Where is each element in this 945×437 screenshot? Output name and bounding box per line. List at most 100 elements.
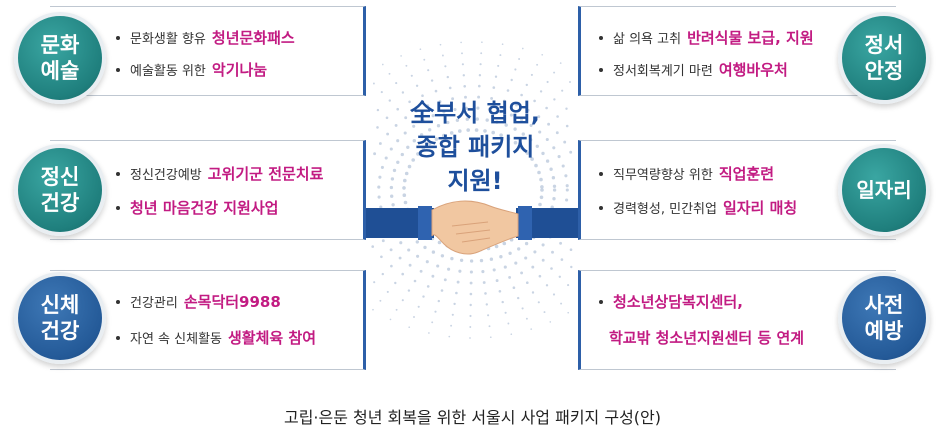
- ray-dot: [402, 193, 407, 197]
- ray-dot: [541, 53, 544, 56]
- ray-dot: [469, 292, 473, 296]
- ray-dot: [565, 184, 569, 188]
- category-physical-health: 신체 건강: [14, 272, 106, 364]
- ray-dot: [540, 188, 544, 192]
- ray-dot: [514, 261, 518, 265]
- ray-dot: [538, 274, 542, 278]
- ray-dot: [565, 188, 569, 192]
- ray-dot: [549, 167, 553, 171]
- ray-dot: [495, 279, 499, 283]
- ray-dot: [419, 48, 422, 51]
- ray-dot: [438, 100, 442, 104]
- ray-dot: [426, 285, 430, 288]
- ray-dot: [423, 245, 427, 250]
- ray-dot: [394, 123, 398, 127]
- ray-dot: [401, 299, 404, 302]
- ray-dot: [513, 127, 517, 131]
- ray-dot: [408, 100, 411, 104]
- ray-dot: [489, 257, 494, 261]
- ray-dot: [421, 118, 425, 123]
- ray-dot: [520, 118, 524, 122]
- ray-dot: [525, 317, 528, 320]
- ray-dot: [560, 302, 563, 305]
- ray-dot: [478, 74, 482, 77]
- ray-dot: [481, 41, 483, 44]
- ray-dot: [436, 264, 440, 268]
- ray-dot: [543, 311, 546, 314]
- ray-dot: [499, 54, 502, 57]
- ray-dot: [396, 160, 400, 164]
- ray-dot: [390, 194, 394, 198]
- ray-dot: [404, 171, 409, 176]
- ray-dot: [531, 291, 535, 294]
- ray-dot: [402, 186, 406, 190]
- ray-dot: [497, 64, 500, 67]
- ray-dot: [553, 71, 556, 74]
- ray-dot: [431, 114, 435, 118]
- ray-dot: [533, 250, 537, 254]
- ray-dot: [517, 247, 521, 251]
- ray-dot: [380, 91, 383, 94]
- ray-dot: [525, 151, 530, 155]
- ray-dot: [520, 93, 523, 97]
- ray-dot: [417, 305, 420, 308]
- ray-dot: [510, 333, 513, 336]
- ray-dot: [430, 79, 434, 82]
- ray-dot: [545, 159, 550, 163]
- ray-dot: [461, 63, 464, 66]
- category-mental-health: 정신 건강: [14, 144, 106, 236]
- category-culture-arts: 문화 예술: [14, 12, 106, 104]
- ray-dot: [563, 140, 567, 144]
- ray-dot: [384, 156, 388, 160]
- ray-dot: [483, 129, 487, 133]
- ray-dot: [502, 241, 507, 246]
- ray-dot: [380, 165, 384, 169]
- ray-dot: [442, 133, 446, 138]
- ray-dot: [431, 321, 434, 324]
- ray-dot: [448, 335, 451, 338]
- ray-dot: [485, 303, 488, 306]
- ray-dot: [444, 65, 447, 68]
- ray-dot: [469, 326, 472, 328]
- ray-dot: [415, 240, 419, 244]
- ray-dot: [558, 275, 561, 278]
- ray-dot: [487, 314, 490, 317]
- ray-dot: [389, 318, 392, 321]
- ray-dot: [569, 150, 573, 154]
- ray-dot: [487, 107, 491, 111]
- ray-dot: [499, 110, 503, 114]
- ray-dot: [421, 146, 426, 151]
- ray-dot: [453, 302, 456, 306]
- ray-dot: [485, 118, 489, 122]
- ray-dot: [524, 256, 528, 260]
- ray-dot: [541, 243, 545, 247]
- ray-dot: [403, 200, 408, 205]
- ray-dot: [525, 281, 529, 285]
- ray-dot: [484, 292, 487, 295]
- ray-dot: [386, 290, 389, 293]
- ray-dot: [416, 152, 420, 156]
- ray-dot: [463, 84, 467, 88]
- ray-dot: [461, 52, 463, 55]
- ray-dot: [400, 152, 404, 157]
- ray-dot: [552, 197, 556, 201]
- ray-dot: [561, 89, 564, 92]
- ray-dot: [412, 124, 416, 128]
- ray-dot: [451, 97, 455, 101]
- ray-dot: [391, 203, 395, 207]
- ray-dot: [395, 82, 398, 85]
- ray-dot: [541, 258, 545, 262]
- ray-dot: [477, 95, 481, 99]
- ray-dot: [498, 289, 502, 293]
- ray-dot: [381, 63, 384, 66]
- ray-dot: [380, 255, 383, 259]
- ray-dot: [403, 178, 407, 183]
- ray-dot: [389, 185, 394, 190]
- ray-dot: [388, 72, 391, 75]
- ray-dot: [386, 132, 390, 136]
- ray-dot: [531, 265, 535, 269]
- ray-dot: [427, 69, 430, 72]
- ray-dot: [545, 284, 549, 287]
